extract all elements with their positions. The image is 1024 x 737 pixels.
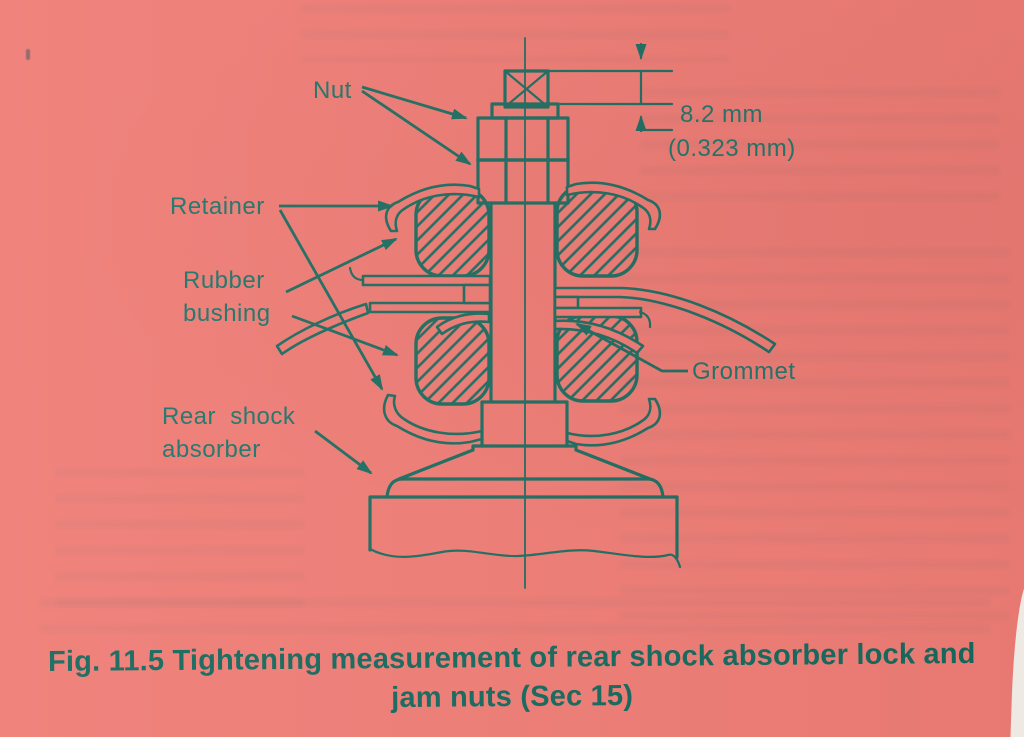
retainer-lower-right — [565, 397, 662, 447]
retainer-upper-right — [565, 181, 662, 231]
label-rubber-bushing: Rubber bushing — [183, 267, 271, 327]
label-grommet: Grommet — [692, 358, 796, 385]
mount-bracket-left — [275, 266, 492, 356]
leader-bushing-upper — [285, 237, 398, 294]
rubber-bushing-upper-left — [414, 187, 491, 278]
dimension-callout — [503, 42, 674, 133]
leader-grommet — [575, 322, 688, 373]
leader-bushing-lower — [291, 314, 399, 357]
dimension-value-metric: 8.2 mm — [680, 101, 764, 128]
ink-spot-artifact — [26, 49, 30, 60]
leader-rear-shock — [314, 429, 373, 475]
rubber-bushing-lower-left — [414, 316, 491, 406]
stud-sleeve — [489, 201, 557, 404]
rubber-bushing-upper-right — [555, 184, 639, 278]
lock-and-jam-nuts — [476, 116, 570, 205]
leader-nut-upper — [361, 85, 468, 120]
figure-caption: Fig. 11.5 Tightening measurement of rear… — [0, 634, 1024, 721]
leader-retainer-lower — [278, 209, 384, 391]
label-rear-shock-absorber: Rear shock absorber — [162, 403, 296, 463]
leader-nut-lower — [361, 89, 472, 166]
shock-absorber-body — [368, 400, 682, 569]
frame-panel-right — [553, 286, 777, 354]
leader-lines — [278, 85, 688, 475]
dimension-value-alt: (0.323 mm) — [668, 135, 796, 162]
frame-panel-left — [275, 302, 370, 356]
label-retainer: Retainer — [170, 193, 265, 220]
break-line — [368, 547, 682, 569]
label-nut: Nut — [313, 77, 352, 104]
